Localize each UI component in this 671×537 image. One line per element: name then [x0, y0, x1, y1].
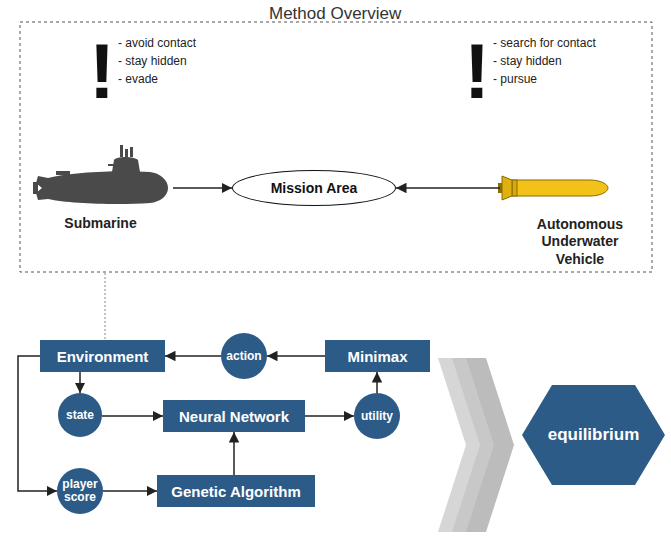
dotted-leader: [105, 273, 106, 340]
node-text: Environment: [57, 348, 149, 365]
submarine-illustration: [33, 145, 168, 204]
goal-item: - avoid contact: [118, 36, 196, 50]
goal-item: - evade: [118, 72, 158, 86]
exclamation-mark: !: [464, 32, 490, 110]
goal-item: - pursue: [493, 72, 537, 86]
data-circle: utility: [354, 393, 400, 439]
mission-ellipse: Mission Area: [232, 170, 396, 206]
auv-illustration: [498, 176, 608, 200]
connector: [267, 355, 325, 357]
data-circle: action: [221, 333, 267, 379]
chevron-arrows: [438, 358, 514, 532]
result-hexagon: equilibrium: [522, 385, 665, 485]
node-text: Minimax: [347, 348, 407, 365]
connector: [173, 187, 232, 189]
process-box: Environment: [40, 340, 165, 372]
node-text: Mission Area: [271, 180, 358, 196]
node-text: utility: [361, 410, 393, 423]
connector: [396, 187, 500, 189]
connector: [102, 415, 163, 417]
node-text: equilibrium: [548, 425, 640, 445]
goal-item: - stay hidden: [118, 54, 187, 68]
process-box: Minimax: [325, 340, 430, 372]
connector: [233, 432, 235, 475]
goal-item: - search for contact: [493, 36, 596, 50]
auv-figure: Autonomous Underwater Vehicle: [500, 168, 660, 268]
process-box: Genetic Algorithm: [157, 475, 315, 507]
connector: [305, 415, 354, 417]
node-text: Neural Network: [179, 408, 289, 425]
process-box: Neural Network: [163, 400, 305, 432]
data-circle: player score: [57, 468, 103, 514]
diagram-title: Method Overview: [269, 4, 401, 24]
submarine-figure: Submarine: [28, 140, 173, 232]
node-text: Genetic Algorithm: [171, 483, 300, 500]
dashed-frame: [20, 22, 652, 272]
connector: [103, 490, 157, 492]
connector: [18, 356, 57, 491]
connector: [165, 355, 221, 357]
connector: [376, 372, 378, 393]
node-text: Autonomous Underwater Vehicle: [524, 216, 636, 269]
node-text: action: [226, 350, 261, 363]
data-circle: state: [58, 393, 102, 437]
goal-item: - stay hidden: [493, 54, 562, 68]
exclamation-mark: !: [89, 32, 115, 110]
connector: [79, 372, 81, 393]
node-text: Submarine: [64, 215, 136, 233]
node-text: player score: [60, 478, 100, 503]
node-text: state: [66, 409, 94, 422]
